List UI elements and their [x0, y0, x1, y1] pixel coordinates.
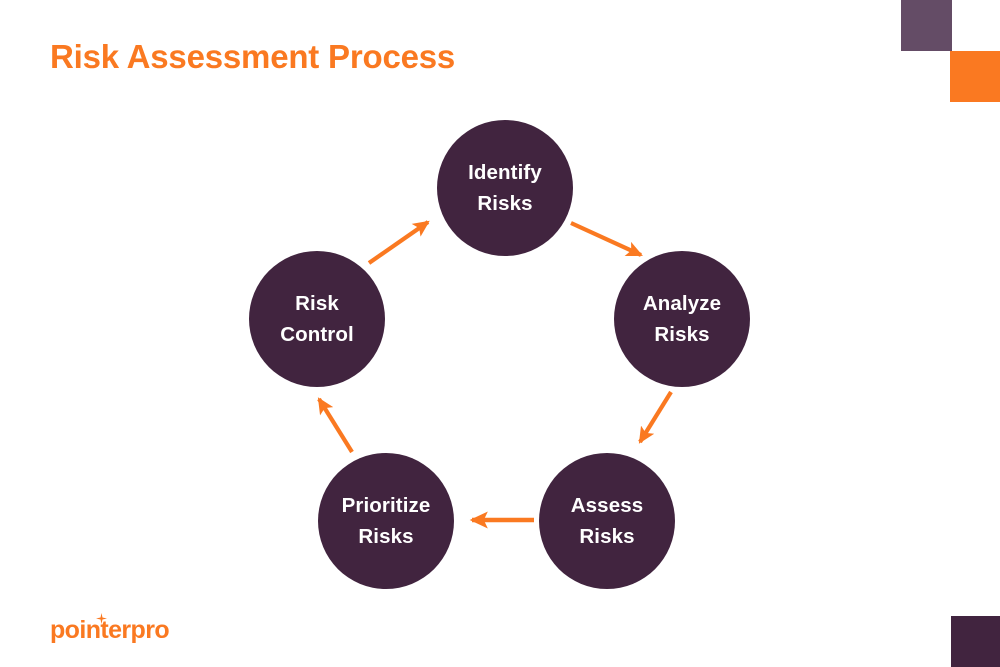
decorative-square-bottom-purple [951, 616, 1000, 667]
node-analyze-risks-line1: Analyze [642, 291, 722, 315]
node-identify-risks-line1: Identify [468, 160, 542, 184]
arrow-control-to-identify [367, 220, 430, 265]
decorative-square-top-purple [901, 0, 952, 51]
pointerpro-logo-text: pointerpro [50, 616, 170, 644]
node-risk-control-line2: Control [280, 323, 354, 346]
pointerpro-logo[interactable]: pointerpro [50, 613, 180, 647]
arrow-identify-to-analyze [570, 221, 643, 257]
arrow-prioritize-to-control [317, 397, 354, 454]
node-assess-risks-line2: Risks [579, 525, 635, 548]
node-assess-risks-line1: Assess [570, 493, 644, 517]
node-risk-control-line1: Risk [295, 291, 339, 315]
sparkle-icon [96, 613, 107, 624]
node-analyze-risks-line2: Risks [654, 323, 710, 346]
decorative-square-top-orange [950, 51, 1000, 102]
arrow-analyze-to-assess [638, 390, 673, 444]
page-title: Risk Assessment Process [50, 38, 456, 75]
node-prioritize-risks-line2: Risks [358, 525, 414, 548]
node-prioritize-risks-line1: Prioritize [341, 493, 431, 517]
node-identify-risks-line2: Risks [477, 192, 533, 215]
